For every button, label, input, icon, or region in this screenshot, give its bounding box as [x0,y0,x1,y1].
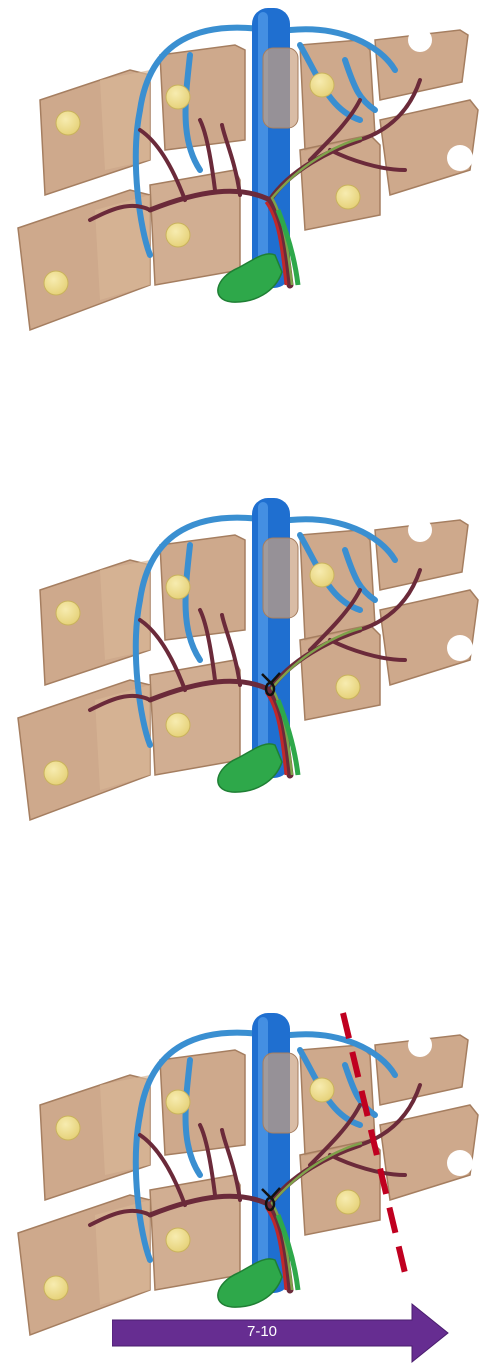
tumor [166,713,190,737]
tumor [44,271,68,295]
caudate-lobe [263,538,298,618]
liver-segment [150,1175,240,1290]
tumor-notch [408,518,432,542]
tumor-notch [408,1033,432,1057]
tumor [310,1078,334,1102]
liver-segment [100,70,150,170]
tumor [166,223,190,247]
liver-segment [150,660,240,775]
tumor [44,761,68,785]
tumor [56,111,80,135]
tumor [336,1190,360,1214]
tumor-notch [447,1150,473,1176]
liver-segment [100,560,150,660]
tumor [166,575,190,599]
timeline-arrow: 7-10 [112,1302,452,1364]
tumor [310,73,334,97]
tumor [56,601,80,625]
timeline-arrow-label: 7-10 [112,1323,412,1341]
liver-diagram-stage-1 [0,0,497,340]
tumor [166,1090,190,1114]
tumor [310,563,334,587]
tumor [56,1116,80,1140]
liver-diagram-stage-2 [0,490,497,830]
liver-segment [100,1075,150,1175]
liver-diagram-stage-3 [0,1005,497,1345]
tumor [44,1276,68,1300]
caudate-lobe [263,1053,298,1133]
liver-segment [150,170,240,285]
tumor [166,1228,190,1252]
tumor-notch [408,28,432,52]
caudate-lobe [263,48,298,128]
tumor-notch [447,145,473,171]
tumor-notch [447,635,473,661]
tumor [166,85,190,109]
tumor [336,185,360,209]
tumor [336,675,360,699]
